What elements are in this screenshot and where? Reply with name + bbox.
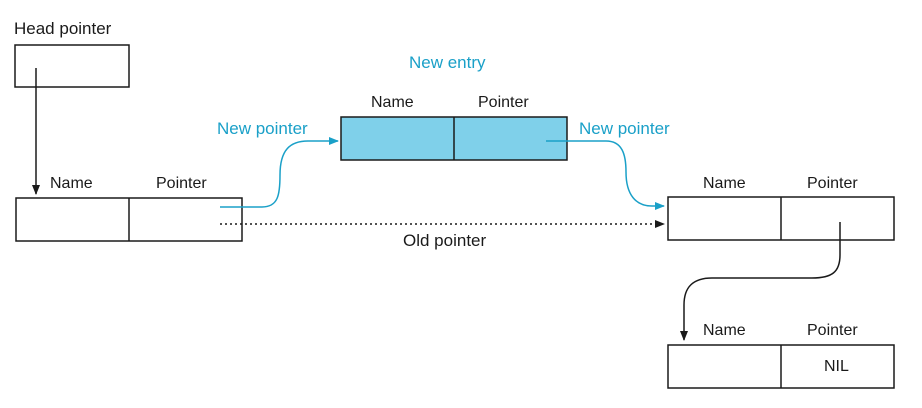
second-to-last-pointer-arrow — [680, 222, 841, 341]
old-pointer-label: Old pointer — [403, 231, 487, 250]
first-node-name-header: Name — [50, 175, 93, 192]
new-pointer-out-label: New pointer — [579, 119, 670, 138]
last-node — [667, 344, 895, 389]
last-node-pointer-header: Pointer — [807, 322, 858, 339]
second-node — [667, 196, 895, 241]
second-node-pointer-header: Pointer — [807, 175, 858, 192]
head-pointer-box — [14, 44, 130, 88]
new-pointer-in-arrow — [220, 137, 339, 208]
new-entry-name-header: Name — [371, 94, 414, 111]
first-node-pointer-header: Pointer — [156, 175, 207, 192]
second-node-name-header: Name — [703, 175, 746, 192]
new-entry-title: New entry — [409, 53, 486, 72]
last-node-pointer-value: NIL — [824, 358, 849, 375]
last-node-name-header: Name — [703, 322, 746, 339]
new-pointer-out-arrow — [546, 140, 665, 210]
new-pointer-in-label: New pointer — [217, 119, 308, 138]
new-entry-node — [340, 116, 568, 161]
first-node — [15, 197, 243, 242]
new-entry-pointer-header: Pointer — [478, 94, 529, 111]
head-pointer-label: Head pointer — [14, 19, 112, 38]
